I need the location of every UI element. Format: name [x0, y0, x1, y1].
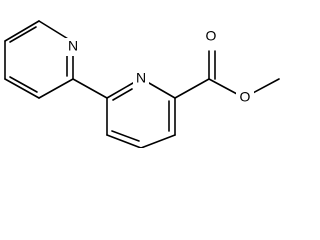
- molecule-diagram: N N O O: [4, 20, 280, 148]
- structure-svg: N N O O: [4, 20, 280, 148]
- bond-l5: [38, 78, 74, 99]
- bond-r2: [106, 134, 142, 148]
- methyl-ester-group: O O: [174, 28, 280, 107]
- bond-r3: [140, 134, 176, 148]
- o-ester-label-bg: [236, 89, 254, 107]
- left-pyridine-ring: N: [4, 20, 81, 99]
- atom-o-carbonyl-label: O: [206, 28, 217, 44]
- o-carbonyl-label-bg: [202, 28, 220, 46]
- bond-carbonyl-ester-o: [208, 78, 238, 95]
- bond-r6-double: [112, 88, 133, 101]
- atom-n1-label: N: [68, 38, 78, 54]
- bond-r5: [148, 82, 176, 99]
- bond-l2: [4, 20, 40, 42]
- atom-o-ester-label: O: [240, 89, 251, 105]
- n1-label-bg: [65, 38, 81, 56]
- bond-ester-o-methyl: [250, 78, 280, 95]
- atom-n2-label: N: [136, 70, 146, 86]
- right-pyridine-ring: N: [106, 70, 176, 148]
- bond-l2-double: [9, 26, 37, 43]
- biaryl-bond: [72, 78, 108, 99]
- bond-r6: [106, 82, 134, 99]
- bond-l4: [4, 78, 40, 99]
- bond-ring-carbonyl: [174, 78, 210, 99]
- bond-l4-double: [9, 76, 38, 93]
- n2-label-bg: [133, 70, 149, 88]
- bond-r2-double: [111, 130, 140, 142]
